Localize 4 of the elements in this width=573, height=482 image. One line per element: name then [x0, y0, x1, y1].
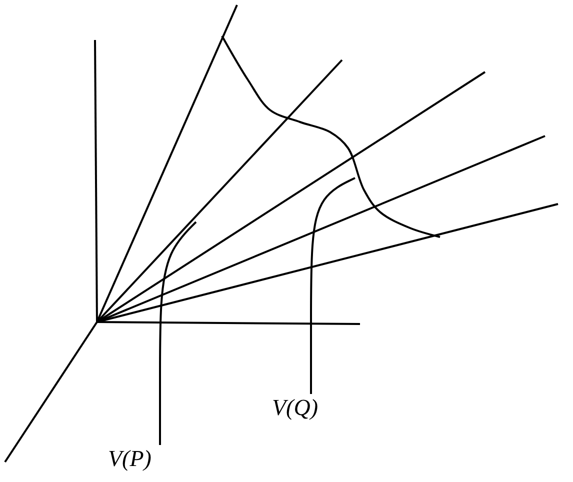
leader-line [159, 221, 197, 445]
curve-label: V(Q) [272, 396, 318, 419]
leader-line [310, 177, 356, 394]
curve-label: V(P) [108, 447, 152, 470]
